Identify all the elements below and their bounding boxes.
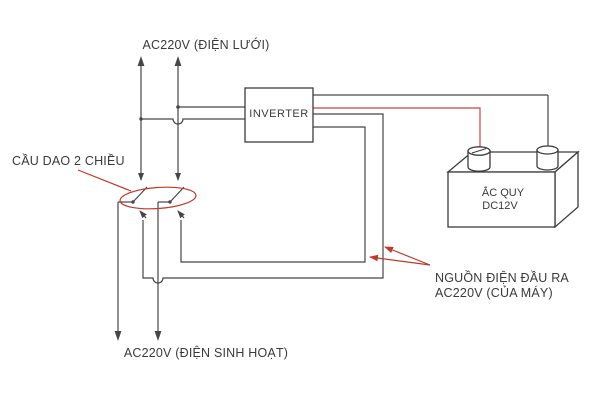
inverter-output-loops	[142, 113, 384, 284]
arrow-up-left-icon	[137, 56, 145, 66]
inverter: INVERTER	[244, 87, 314, 143]
switch-lower-contact-left	[139, 210, 147, 219]
transfer-switch	[114, 186, 185, 341]
output-callout-arrow-1	[384, 246, 431, 266]
arrow-down-left-icon	[114, 331, 122, 341]
battery-terminal-negative	[536, 145, 559, 171]
battery-front-face	[447, 171, 556, 228]
output-label-line1: NGUỒN ĐIỆN ĐẦU RA	[435, 270, 569, 285]
switch-callout-line	[77, 169, 132, 192]
junction-dot	[139, 117, 143, 121]
battery-wire-positive	[313, 107, 481, 150]
junction-dot	[176, 105, 180, 109]
arrow-down-right-icon	[154, 331, 162, 341]
switch-highlight-ellipse	[119, 186, 197, 210]
output-label-line2: AC220V (CỦA MÁY)	[435, 285, 553, 300]
switch-callout-label: CẦU DAO 2 CHIỀU	[12, 153, 125, 168]
switch-lower-contact-right	[177, 210, 185, 219]
battery-wires	[313, 94, 549, 150]
battery-terminal-positive	[467, 146, 491, 172]
inverter-box	[244, 87, 314, 143]
inverter-input-wire-2	[141, 118, 245, 125]
output-callout-arrow-2	[369, 254, 431, 266]
household-output-label: AC220V (ĐIỆN SINH HOẠT)	[124, 345, 288, 360]
battery-label-line1: ẮC QUY	[482, 186, 525, 199]
inverter-label: INVERTER	[249, 108, 308, 120]
red-annotations	[77, 169, 431, 266]
battery: ẮC QUY DC12V	[446, 145, 580, 229]
battery-label-line2: DC12V	[482, 200, 518, 212]
grid-input-wires	[137, 56, 245, 181]
arrow-up-right-icon	[174, 56, 182, 66]
output-loop-outer	[142, 113, 384, 284]
switch-blade-right	[169, 186, 185, 203]
output-loop-inner	[180, 126, 366, 263]
grid-input-label: AC220V (ĐIỆN LƯỚI)	[142, 37, 269, 52]
